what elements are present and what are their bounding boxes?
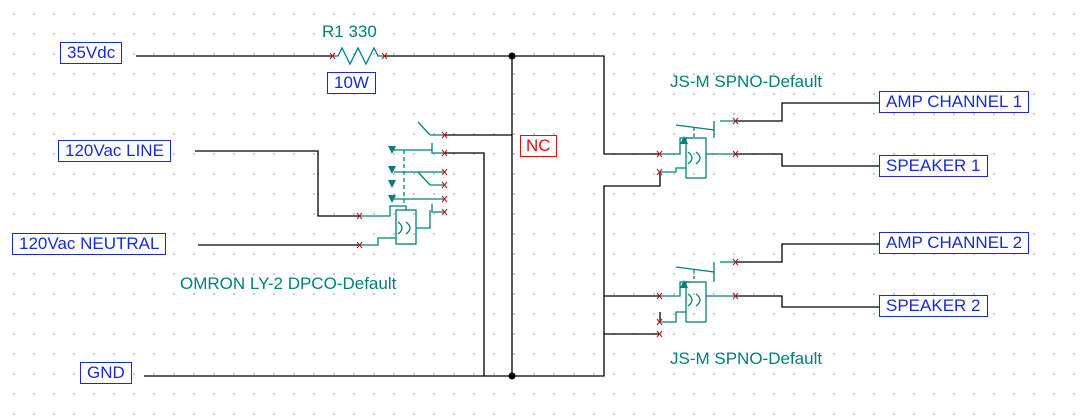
junctions [508, 52, 516, 380]
relay-bottom-label: JS-M SPNO-Default [670, 349, 823, 368]
junction-node [508, 372, 516, 380]
resistor-r1[interactable] [329, 46, 388, 66]
relay-top-label: JS-M SPNO-Default [670, 72, 823, 91]
port-speaker-1[interactable]: SPEAKER 1 [879, 155, 988, 177]
resistor-label: R1 330 [322, 22, 377, 41]
nc-marker: NC [520, 135, 557, 157]
junction-node [508, 52, 516, 60]
port-amp-channel-1[interactable]: AMP CHANNEL 1 [879, 91, 1030, 113]
relay-main-label: OMRON LY-2 DPCO-Default [180, 274, 397, 293]
relay-omron-ly2[interactable] [356, 121, 448, 249]
relay-jsm-bottom[interactable] [656, 258, 739, 338]
port-120vac-neutral[interactable]: 120Vac NEUTRAL [12, 233, 167, 255]
port-gnd[interactable]: GND [80, 362, 132, 384]
port-speaker-2[interactable]: SPEAKER 2 [879, 295, 988, 317]
resistor-rating: 10W [327, 72, 376, 94]
port-35vdc[interactable]: 35Vdc [60, 42, 123, 64]
port-120vac-line[interactable]: 120Vac LINE [58, 140, 171, 162]
relay-jsm-top[interactable] [656, 117, 739, 179]
wires [136, 55, 880, 377]
port-amp-channel-2[interactable]: AMP CHANNEL 2 [879, 232, 1030, 254]
